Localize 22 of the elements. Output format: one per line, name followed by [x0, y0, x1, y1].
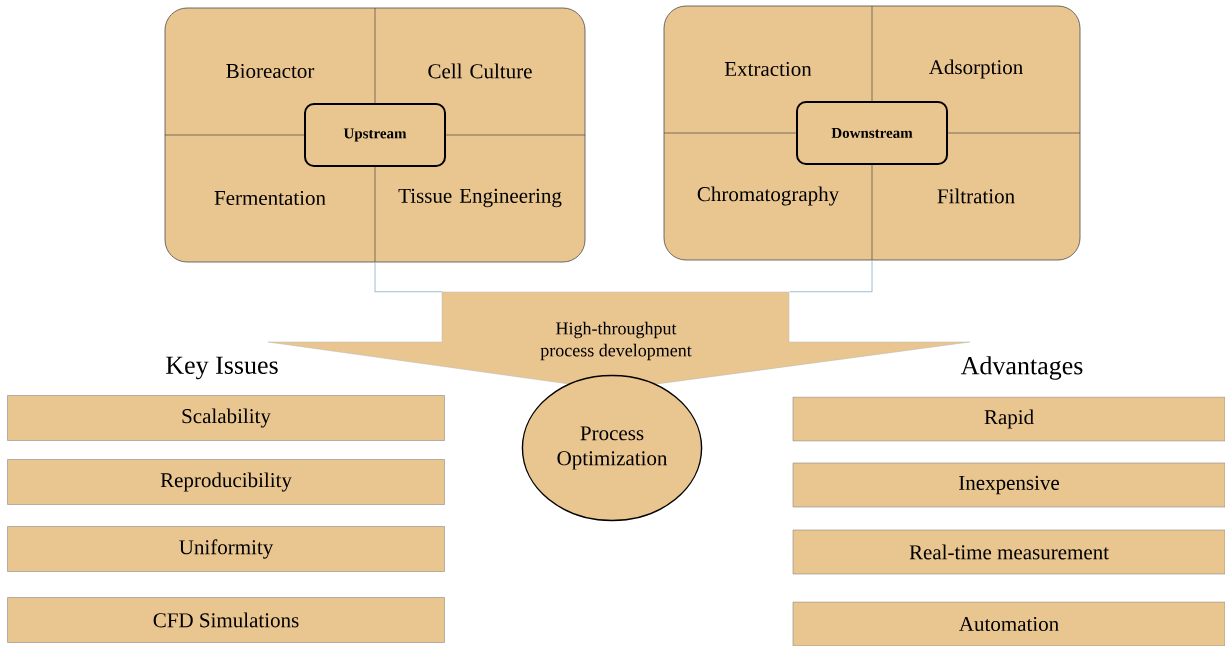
- hub-box: Downstream: [796, 101, 948, 165]
- quadrant-label: Bioreactor: [226, 63, 315, 79]
- hub-box: Upstream: [304, 103, 446, 167]
- text-bar: Scalability: [7, 395, 445, 441]
- connector-line: [789, 259, 873, 293]
- text-bar: Inexpensive: [792, 462, 1225, 508]
- quadrant-label: Filtration: [937, 188, 1015, 204]
- quadrant-panel: [663, 5, 1081, 261]
- text-bar: CFD Simulations: [7, 597, 445, 643]
- quadrant-label: Fermentation: [214, 190, 326, 206]
- connector-line: [374, 261, 443, 293]
- text-bar: Real-time measurement: [792, 529, 1225, 575]
- quadrant-label: Cell Culture: [428, 63, 532, 79]
- text-bar: Automation: [792, 601, 1225, 646]
- quadrant-panel: [164, 7, 586, 263]
- text-bar: Uniformity: [7, 526, 445, 572]
- quadrant-label: Adsorption: [928, 59, 1023, 79]
- text-bar: Reproducibility: [7, 459, 445, 505]
- quadrant-label: Tissue Engineering: [398, 188, 562, 208]
- quadrant-label: Chromatography: [697, 186, 840, 206]
- quadrant-label: Extraction: [724, 61, 812, 77]
- text-bar: Rapid: [792, 396, 1225, 442]
